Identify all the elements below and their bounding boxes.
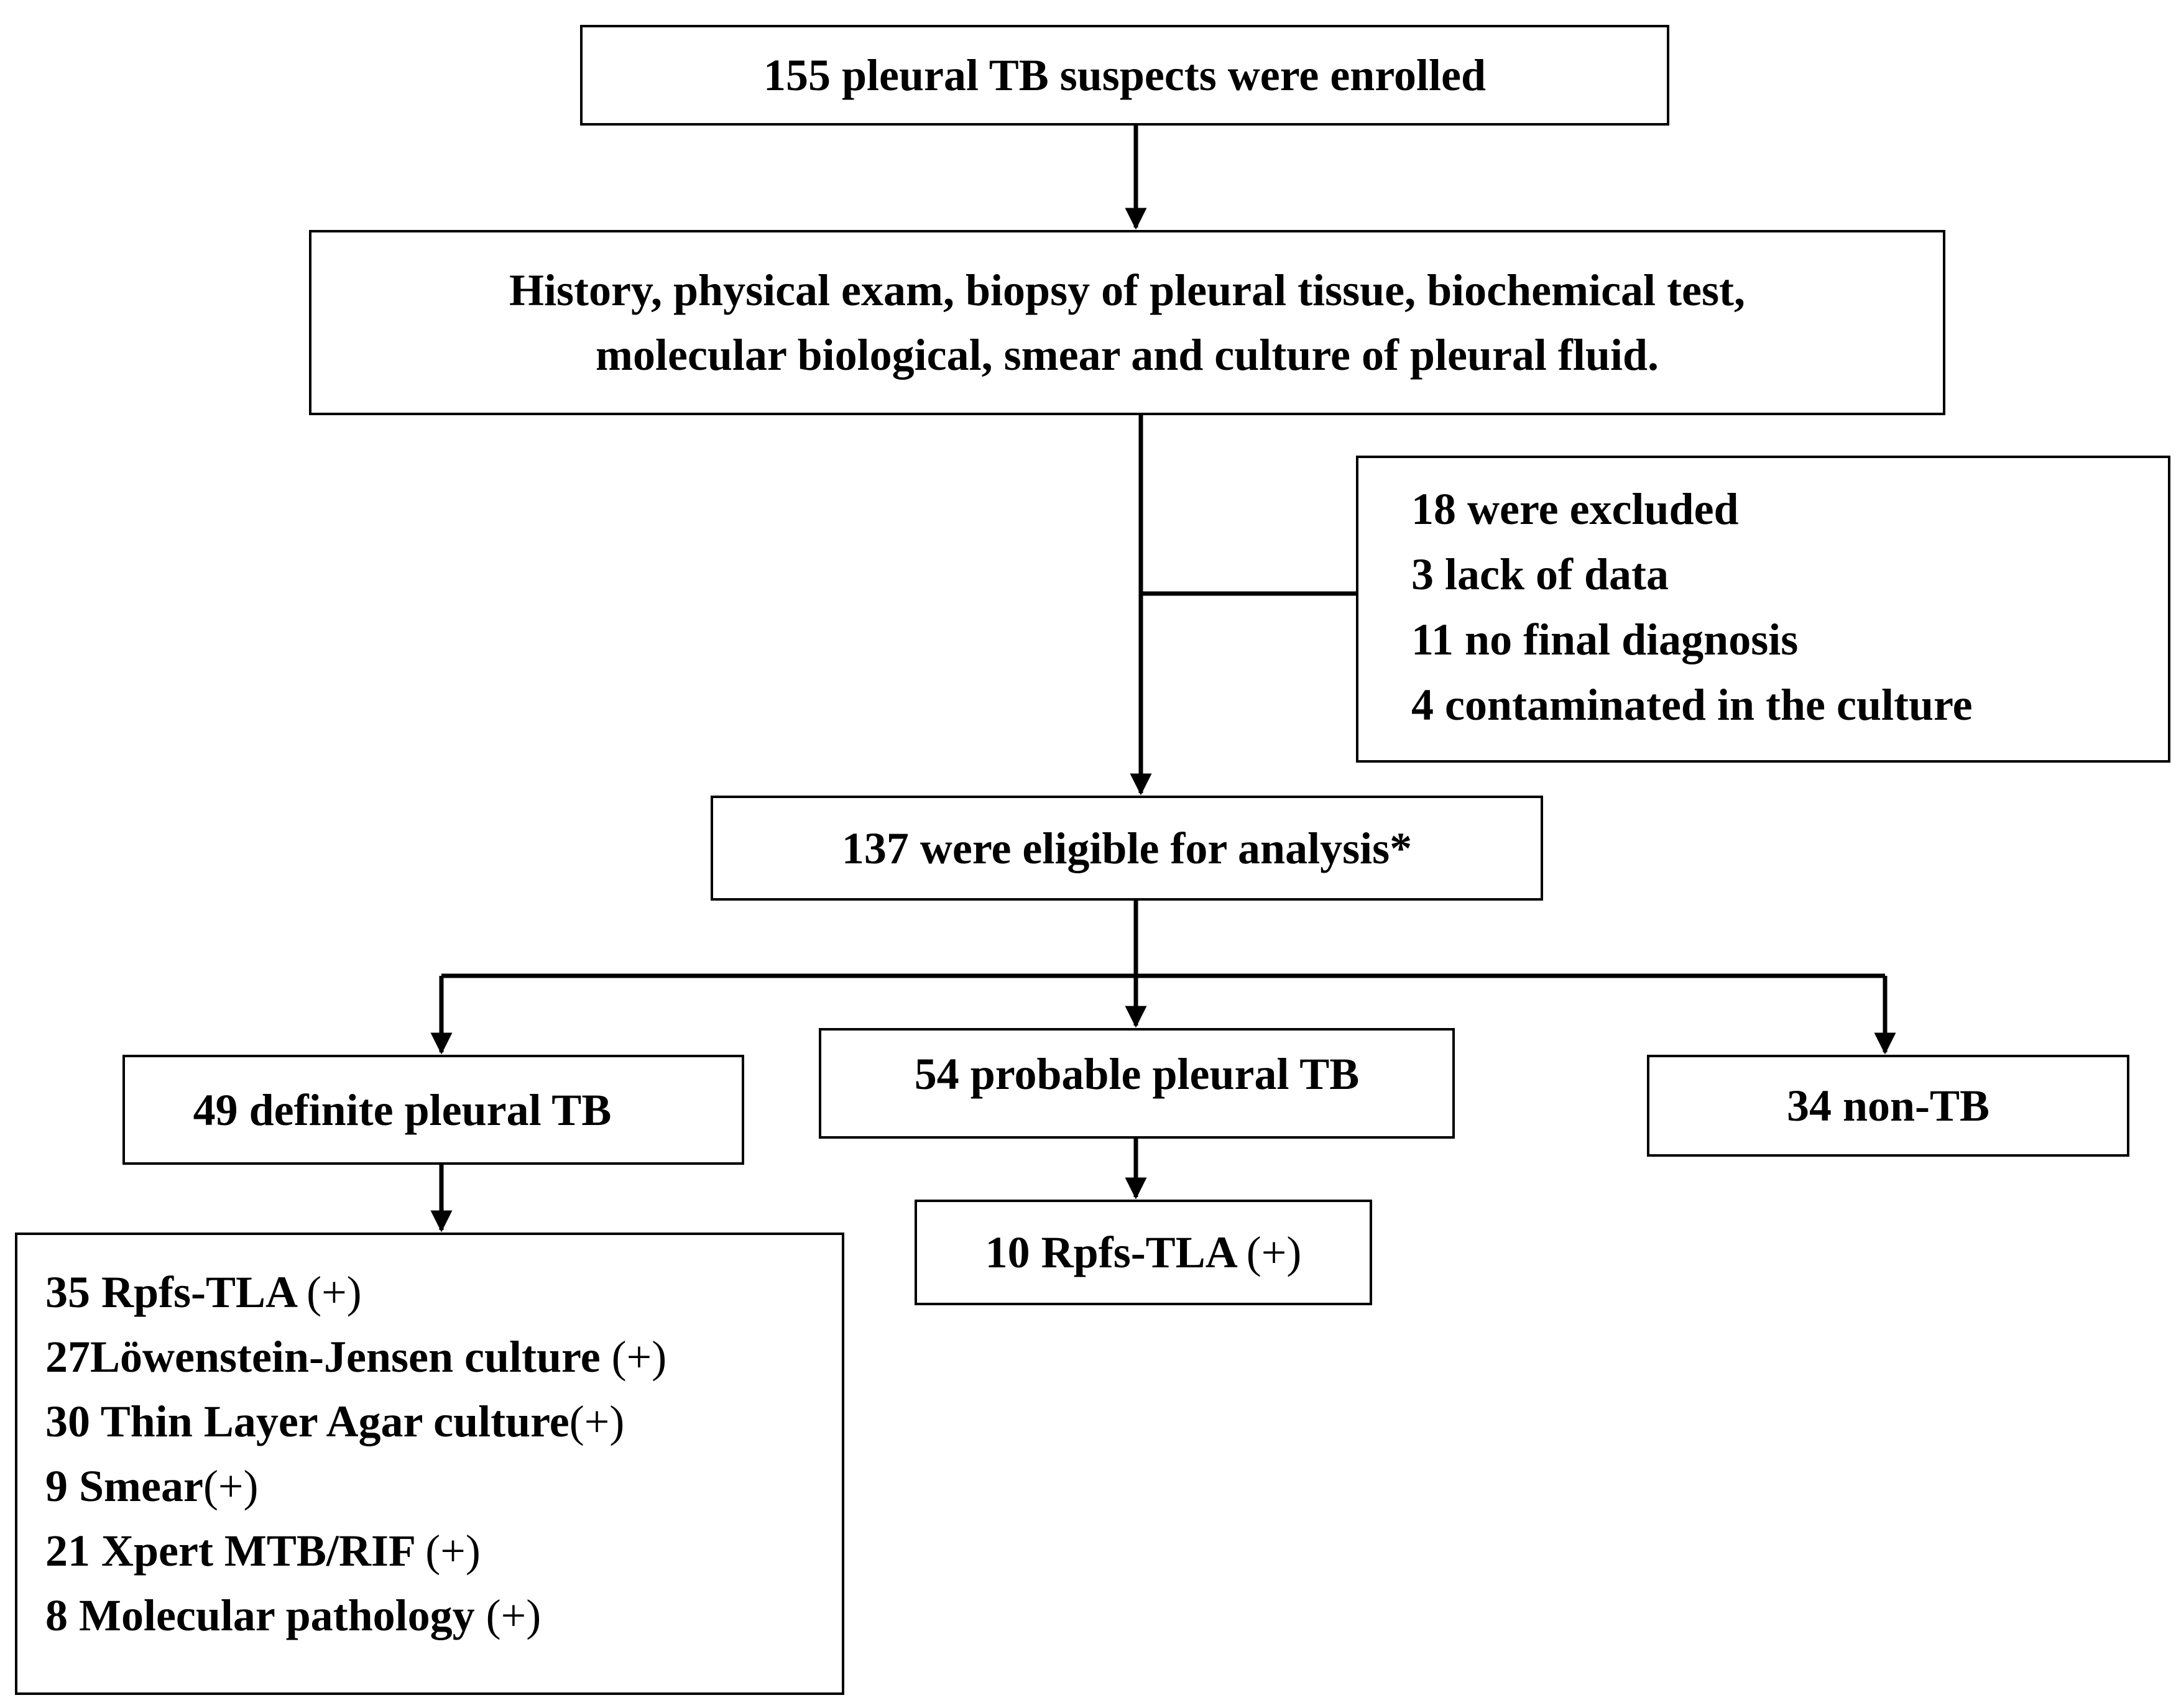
probable-rpfs-tla-label: 10 Rpfs-TLA <box>985 1228 1235 1277</box>
result-lj-culture: 27Löwenstein-Jensen culture (+) <box>45 1325 842 1389</box>
definite-tb-text: 49 definite pleural TB <box>193 1085 612 1135</box>
result-xpert-mark: (+) <box>425 1526 481 1576</box>
result-molecular-pathology: 8 Molecular pathology (+) <box>45 1583 842 1648</box>
result-lj-culture-label: 27Löwenstein-Jensen culture <box>45 1332 601 1382</box>
result-tla-culture-label: 30 Thin Layer Agar culture <box>45 1397 569 1446</box>
excluded-contaminated: 4 contaminated in the culture <box>1411 680 1973 730</box>
assessment-line-1: History, physical exam, biopsy of pleura… <box>509 265 1745 315</box>
result-rpfs-tla-label: 35 Rpfs-TLA <box>45 1267 296 1317</box>
non-tb-box: 34 non-TB <box>1647 1055 2129 1157</box>
enrolled-text: 155 pleural TB suspects were enrolled <box>763 50 1487 100</box>
result-molecular-pathology-mark: (+) <box>486 1591 542 1640</box>
probable-tb-box: 54 probable pleural TB <box>819 1028 1455 1139</box>
excluded-box: 18 were excluded 3 lack of data 11 no fi… <box>1356 456 2170 763</box>
eligible-box: 137 were eligible for analysis* <box>711 796 1543 901</box>
excluded-total: 18 were excluded <box>1411 484 1739 534</box>
enrolled-box: 155 pleural TB suspects were enrolled <box>580 25 1669 126</box>
eligible-text: 137 were eligible for analysis* <box>841 823 1413 873</box>
probable-rpfs-tla-box: 10 Rpfs-TLA (+) <box>915 1200 1372 1305</box>
definite-results-box: 35 Rpfs-TLA (+) 27Löwenstein-Jensen cult… <box>15 1233 844 1695</box>
result-smear-mark: (+) <box>203 1461 259 1511</box>
excluded-no-final-diagnosis: 11 no final diagnosis <box>1411 615 1799 664</box>
excluded-lack-of-data: 3 lack of data <box>1411 549 1669 599</box>
non-tb-text: 34 non-TB <box>1786 1081 1990 1131</box>
result-molecular-pathology-label: 8 Molecular pathology <box>45 1591 475 1640</box>
result-smear-label: 9 Smear <box>45 1461 203 1511</box>
probable-rpfs-tla-text: 10 Rpfs-TLA (+) <box>985 1230 1302 1275</box>
definite-tb-box: 49 definite pleural TB <box>122 1055 744 1165</box>
result-tla-culture-mark: (+) <box>569 1397 625 1446</box>
assessment-line-2: molecular biological, smear and culture … <box>596 330 1659 380</box>
probable-rpfs-tla-mark: (+) <box>1246 1228 1302 1277</box>
probable-tb-text: 54 probable pleural TB <box>914 1049 1360 1099</box>
result-rpfs-tla-mark: (+) <box>307 1267 362 1317</box>
result-xpert: 21 Xpert MTB/RIF (+) <box>45 1518 842 1583</box>
result-tla-culture: 30 Thin Layer Agar culture(+) <box>45 1389 842 1454</box>
result-smear: 9 Smear(+) <box>45 1454 842 1518</box>
result-xpert-label: 21 Xpert MTB/RIF <box>45 1526 415 1576</box>
result-rpfs-tla: 35 Rpfs-TLA (+) <box>45 1260 842 1325</box>
assessment-box: History, physical exam, biopsy of pleura… <box>309 230 1945 415</box>
result-lj-culture-mark: (+) <box>611 1332 667 1382</box>
